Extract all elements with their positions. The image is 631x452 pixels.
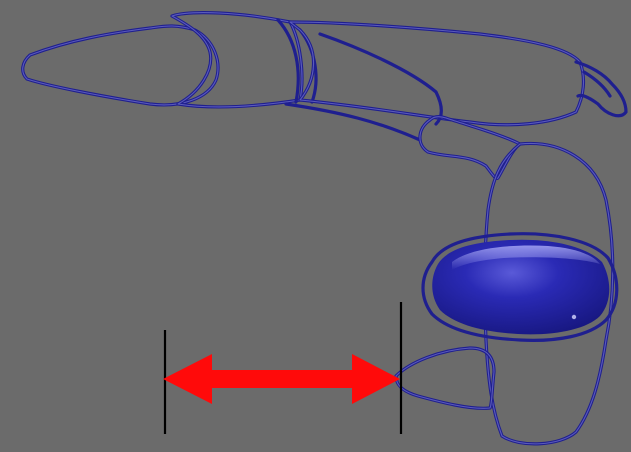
sesamoid-bone (423, 234, 617, 341)
proximal-phalanx (286, 22, 583, 140)
double-headed-arrow-icon (163, 354, 400, 404)
lower-bone (396, 348, 494, 408)
measurement-arrow (163, 354, 400, 404)
distal-phalanx (23, 26, 218, 105)
